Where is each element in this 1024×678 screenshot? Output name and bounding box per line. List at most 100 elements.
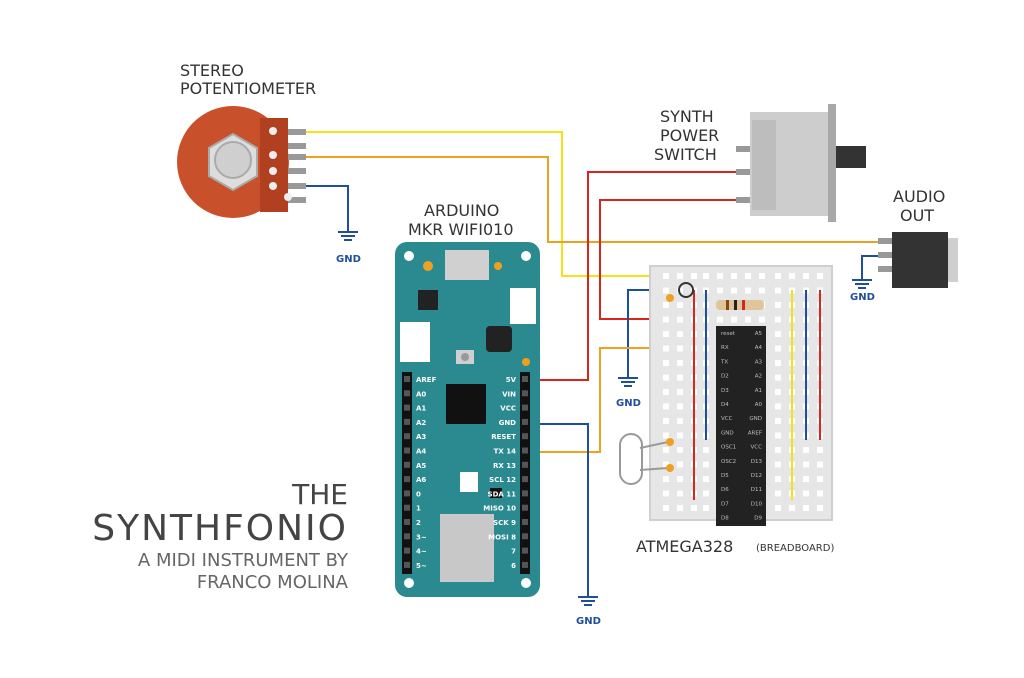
arduino-pin-label: 1 [416, 505, 421, 513]
breadboard-hole [745, 273, 751, 279]
breadboard-hole [775, 490, 781, 497]
breadboard-hole [817, 461, 823, 468]
switch-label-3: SWITCH [654, 145, 717, 164]
atmega-pin-label: TX [720, 359, 728, 365]
arduino-pin-label: GND [499, 419, 517, 427]
arduino-pin-label: VCC [500, 405, 516, 413]
breadboard-hole [677, 316, 683, 323]
wire-orange-tx [518, 347, 660, 453]
breadboard-hole [677, 447, 683, 453]
arduino-pin-label: 0 [416, 490, 421, 498]
switch-label-1: SYNTH [660, 107, 714, 126]
atmega-pin-label: reset [721, 331, 736, 337]
breadboard-hole [775, 345, 781, 352]
pot-pins [288, 129, 306, 203]
breadboard-hole [817, 505, 823, 511]
arduino-pin-label: 6 [511, 562, 516, 570]
arduino-pin-hole [404, 490, 410, 497]
arduino-pin-label: MISO 10 [483, 505, 516, 513]
arduino-pin-hole [522, 519, 528, 525]
gnd-symbol-arduino [578, 596, 598, 606]
atmega-pin-label: A3 [755, 359, 763, 365]
atmega-pin-label: GND [749, 416, 762, 422]
breadboard-hole [703, 505, 709, 511]
breadboard-hole [775, 331, 781, 337]
gnd-label-bb: GND [616, 398, 641, 409]
arduino-pin-hole [404, 433, 410, 440]
arduino-pin-label: A0 [416, 390, 426, 398]
arduino-pin-hole [522, 561, 528, 568]
arduino-pin-label: VIN [502, 390, 516, 398]
breadboard-hole [775, 389, 781, 395]
gnd-symbol-audio [852, 279, 872, 289]
atmega-pin-label: D11 [751, 487, 762, 493]
pot-label-2: POTENTIOMETER [180, 79, 316, 98]
breadboard-hole [775, 432, 781, 439]
breadboard-hole [775, 505, 781, 511]
breadboard-hole [703, 447, 709, 453]
breadboard-hole [677, 345, 683, 352]
arduino-pin-label: SCK 9 [493, 519, 516, 527]
title-the: THE [291, 478, 348, 511]
audio-out-jack [878, 232, 958, 288]
atmega-pin-label: A0 [755, 402, 763, 408]
arduino-pin-hole [522, 418, 528, 425]
breadboard-hole [775, 403, 781, 410]
wire-blue-audio-gnd [861, 255, 880, 280]
breadboard-hole [775, 360, 781, 366]
breadboard-hole [775, 374, 781, 381]
wire-yellow-pot [305, 131, 660, 277]
arduino-pin-hole [522, 404, 528, 411]
atmega-pin-label: AREF [748, 430, 762, 436]
breadboard-hole [775, 476, 781, 482]
breadboard-hole [775, 447, 781, 453]
arduino-pin-hole [522, 376, 528, 382]
arduino-pin-label: 3~ [416, 533, 427, 541]
breadboard-hole [663, 389, 669, 395]
breadboard [619, 265, 833, 526]
title-synthfonio: SYNTHFONIO [92, 508, 348, 549]
atmega328-chip [716, 326, 766, 526]
arduino-pin-hole [404, 561, 410, 568]
gnd-symbol-bb [618, 377, 638, 387]
pot-label-1: STEREO [180, 61, 244, 80]
chip-label: ATMEGA328 [636, 537, 733, 556]
breadboard-hole [703, 461, 709, 468]
arduino-pin-hole [404, 418, 410, 425]
arduino-pin-hole [522, 461, 528, 468]
gnd-label-audio: GND [850, 292, 875, 303]
arduino-pin-label: A3 [416, 433, 426, 441]
arduino-pin-label: 7 [511, 548, 516, 556]
arduino-pin-label: RX 13 [493, 462, 516, 470]
breadboard-hole [759, 273, 765, 279]
arduino-pin-hole [522, 433, 528, 440]
breadboard-hole [817, 490, 823, 497]
atmega-pin-label: RX [721, 345, 729, 351]
arduino-pin-label: 4~ [416, 548, 427, 556]
atmega-pin-label: D4 [721, 402, 729, 408]
resistor [716, 300, 764, 310]
breadboard-hole [703, 476, 709, 482]
breadboard-hole [789, 273, 795, 279]
atmega-pin-label: OSC2 [721, 459, 736, 465]
atmega-pin-label: A5 [755, 331, 763, 337]
wire-blue-pot-gnd [305, 185, 349, 232]
breadboard-hole [691, 273, 697, 279]
breadboard-hole [663, 316, 669, 323]
breadboard-hole [803, 447, 809, 453]
breadboard-hole [663, 345, 669, 352]
wire-orange-pot-audio [305, 156, 880, 243]
breadboard-hole [663, 403, 669, 410]
crystal-oscillator [619, 433, 643, 485]
breadboard-hole [731, 287, 737, 294]
switch-label-2: POWER [660, 126, 719, 145]
breadboard-hole [703, 273, 709, 279]
atmega-pin-label: A1 [755, 388, 762, 394]
atmega-pin-label: D12 [751, 473, 762, 479]
gnd-label-pot: GND [336, 254, 361, 265]
chip-sublabel: (BREADBOARD) [756, 543, 834, 554]
wire-red-5v [518, 171, 736, 381]
